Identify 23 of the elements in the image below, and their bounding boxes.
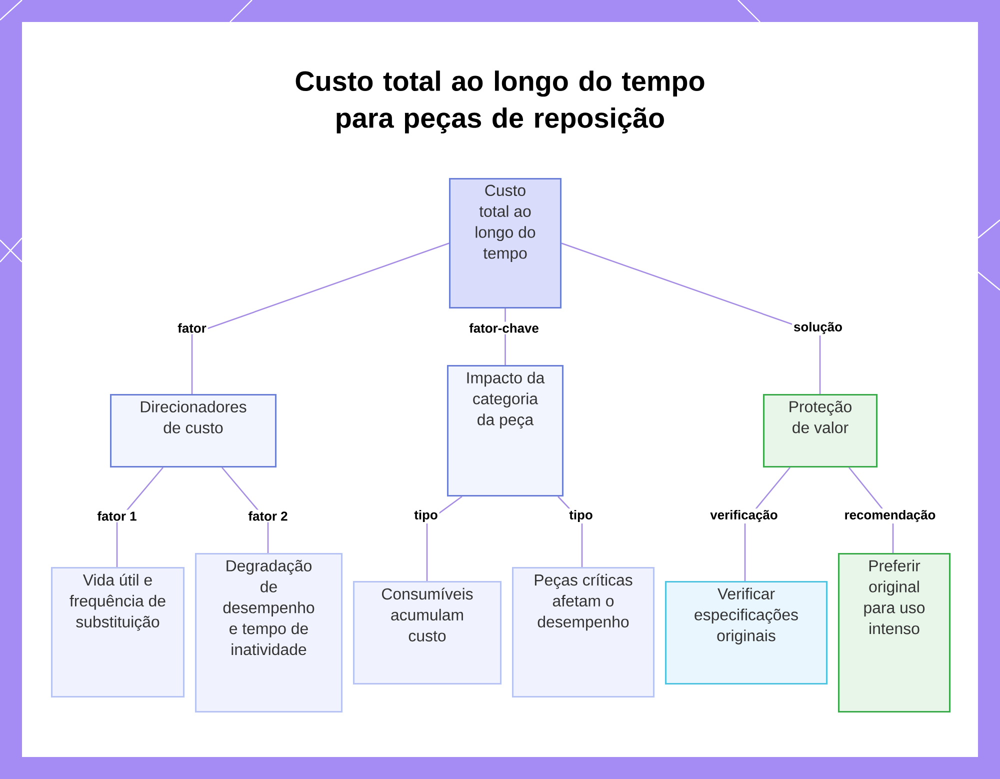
- edge-label: solução: [792, 320, 844, 336]
- edge-label: fator: [176, 322, 208, 334]
- process-box: Direcionadores de custo: [110, 394, 276, 468]
- process-box: Proteção de valor: [763, 394, 878, 468]
- edge-label: tipo: [568, 508, 594, 524]
- process-box: Consumíveis acumulam custo: [353, 581, 502, 684]
- edge-label: fator 1: [96, 510, 138, 522]
- process-box: Impacto da categoria da peça: [447, 365, 564, 496]
- process-box: Peças críticas afetam o desempenho: [512, 567, 654, 698]
- process-box: Preferir original para uso intenso: [838, 553, 950, 712]
- connector: [116, 467, 164, 567]
- process-box: Vida útil e frequência de substituição: [51, 567, 184, 698]
- edge-label: tipo: [412, 508, 440, 524]
- edge-label: verificação: [708, 508, 780, 524]
- edge-label: fator 2: [246, 510, 290, 522]
- connector: [191, 242, 450, 394]
- process-box: Degradação de desempenho e tempo de inatividade: [195, 553, 342, 712]
- edge-label: recomendação: [842, 508, 938, 524]
- edge-label: fator-chave: [468, 322, 540, 334]
- process-box: Custo total ao longo do tempo: [449, 178, 562, 308]
- process-box: Verificar especificações originais: [665, 581, 828, 684]
- title: Custo total ao longo do tempo para peças de reposição: [296, 70, 704, 134]
- connector: [561, 242, 821, 394]
